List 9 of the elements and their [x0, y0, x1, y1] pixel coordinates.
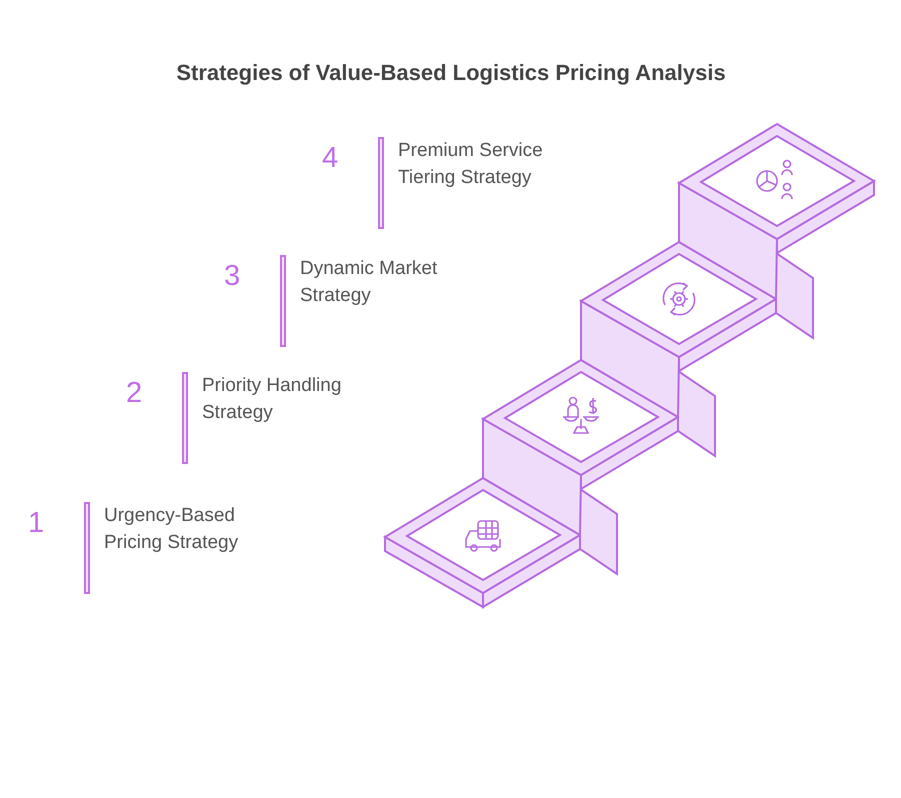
step-title: Urgency-Based Pricing Strategy — [104, 504, 240, 555]
step-title: Dynamic Market Strategy — [300, 257, 438, 308]
step-title: Premium Service Tiering Strategy — [398, 139, 544, 190]
step-number: 2 — [126, 376, 144, 411]
step-number: 1 — [28, 506, 46, 541]
step-number: 4 — [322, 141, 340, 176]
step-number: 3 — [224, 259, 242, 294]
step-title: Priority Handling Strategy — [202, 374, 342, 425]
diagram-title: Strategies of Value-Based Logistics Pricing Analysis — [175, 59, 727, 87]
